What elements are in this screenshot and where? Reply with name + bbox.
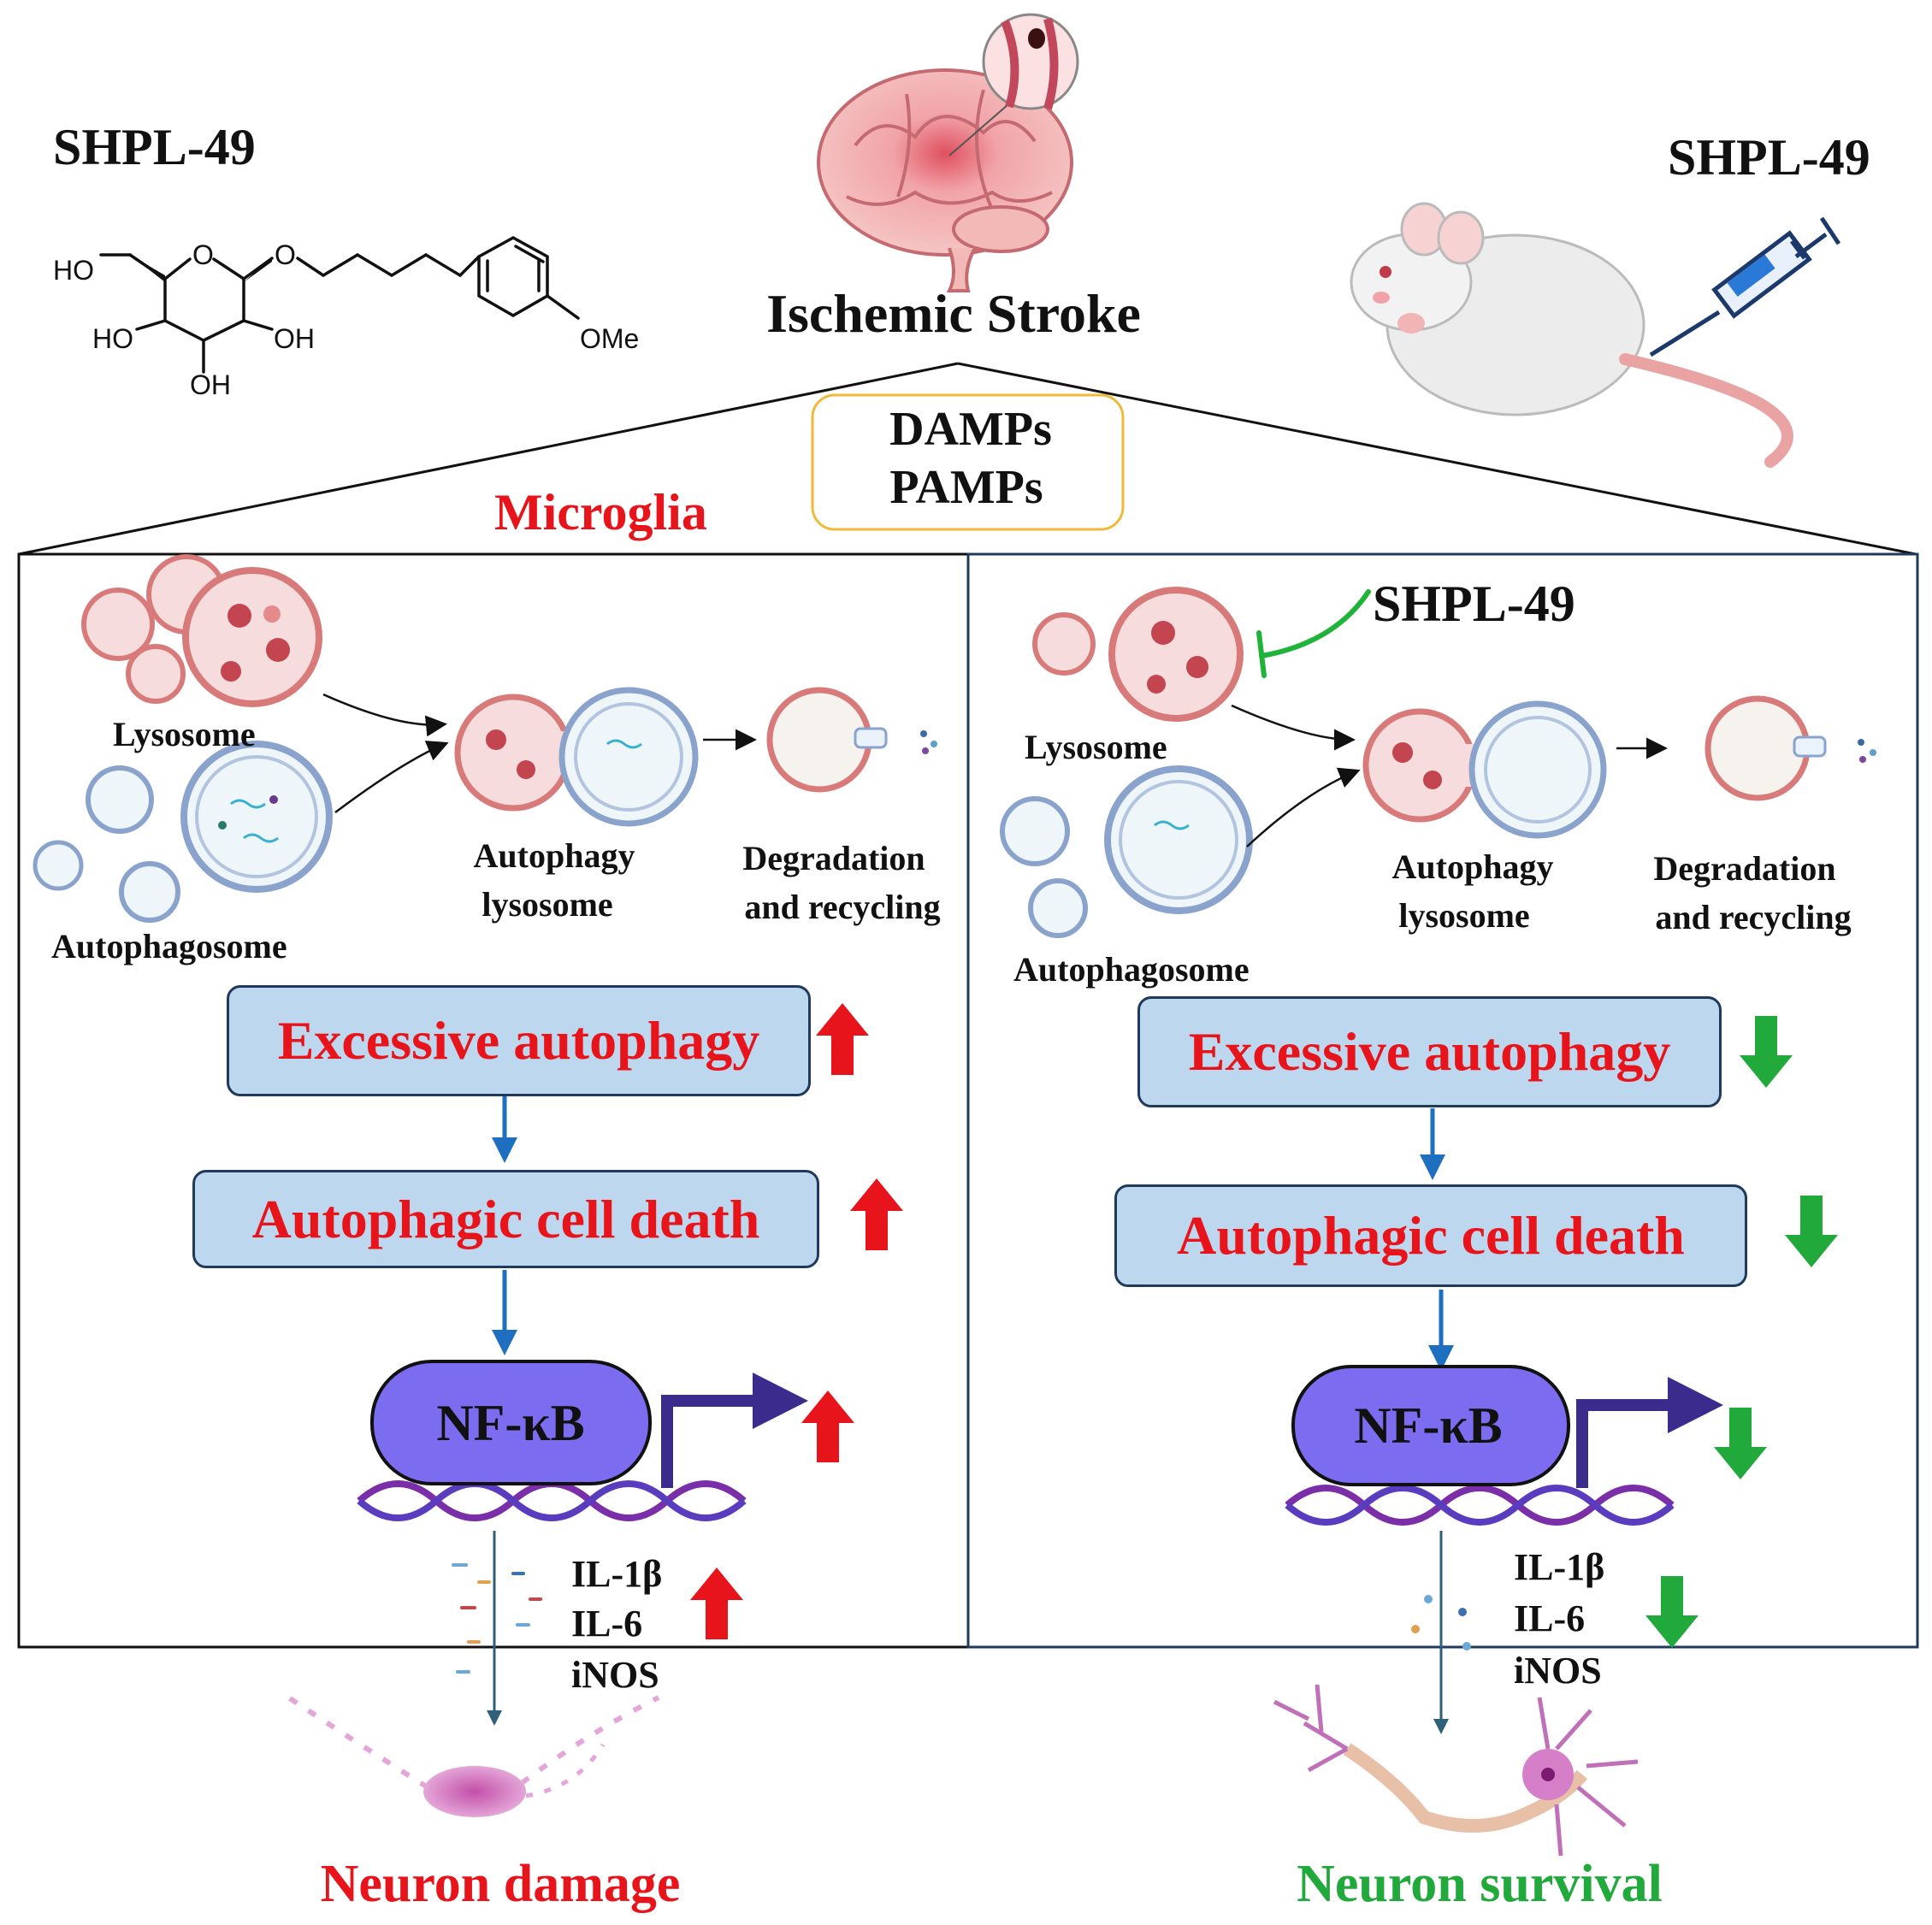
left-degradation-label-2: and recycling <box>744 888 941 926</box>
right-cytokine-il6: IL-6 <box>1514 1597 1586 1639</box>
right-cytokine-dots <box>1411 1595 1471 1650</box>
right-trend-down-autophagy <box>1740 1016 1793 1088</box>
chemical-structure <box>99 236 580 374</box>
syringe-illustration <box>1649 216 1841 357</box>
chem-ho-left: HO <box>92 323 133 354</box>
left-excessive-autophagy-box: Excessive autophagy <box>227 985 811 1096</box>
left-cell-death-text: Autophagic cell death <box>251 1188 760 1249</box>
damaged-neuron <box>281 1691 660 1817</box>
mouse-illustration <box>1350 202 1793 468</box>
signal-box <box>811 393 1125 531</box>
chem-ho-top: HO <box>53 255 94 286</box>
left-organelle-arrows <box>322 693 757 814</box>
right-promoter-arrow <box>1576 1377 1723 1488</box>
right-lysosome-label: Lysosome <box>1025 728 1167 766</box>
right-lysosome-group <box>1032 587 1244 722</box>
right-trend-down-celldeath <box>1785 1196 1838 1267</box>
right-degradation-label-2: and recycling <box>1655 898 1852 936</box>
left-autophagy-lysosome-label-2: lysosome <box>482 885 613 924</box>
right-autophagy-lysosome <box>1362 700 1607 839</box>
right-flow-arrows <box>1420 1108 1454 1371</box>
right-nfkb-shape <box>1291 1365 1570 1486</box>
right-cell-death-box: Autophagic cell death <box>1114 1184 1747 1287</box>
inhibition-arrow <box>1256 589 1371 678</box>
left-lysosome-label: Lysosome <box>113 715 256 753</box>
right-cell-death-text: Autophagic cell death <box>1177 1205 1685 1266</box>
right-outcome-label: Neuron survival <box>1297 1855 1663 1913</box>
chem-ome: OMe <box>580 323 640 354</box>
left-degradation-label-1: Degradation <box>742 839 925 877</box>
center-title: Ischemic Stroke <box>766 283 1141 344</box>
left-trend-up-celldeath <box>850 1178 903 1250</box>
microglia-label: Microglia <box>494 484 707 540</box>
right-autophagosome-group <box>1000 765 1253 938</box>
right-cytokine-il1b: IL-1β <box>1514 1546 1605 1588</box>
chem-o-link: O <box>275 239 296 270</box>
right-nfkb-label: NF-κB <box>1354 1397 1503 1454</box>
roof-lines <box>18 362 1917 556</box>
left-trend-up-nfkb <box>801 1391 854 1462</box>
left-autophagy-lysosome <box>454 687 699 827</box>
left-lysosome-group <box>81 554 322 707</box>
left-compound-title: SHPL-49 <box>53 119 256 175</box>
healthy-neuron <box>1273 1684 1639 1857</box>
left-autophagosome-group <box>32 741 333 923</box>
right-degradation-vesicle <box>1705 695 1876 801</box>
right-cytokine-inos: iNOS <box>1514 1650 1602 1692</box>
chemical-structure-stereo <box>130 255 272 282</box>
right-panel-frame <box>966 552 1919 1649</box>
signal-damps: DAMPs <box>889 403 1052 456</box>
left-autophagosome-label: Autophagosome <box>51 927 287 965</box>
left-nfkb-shape <box>370 1360 652 1485</box>
left-promoter-arrow <box>661 1373 808 1488</box>
left-trend-up-autophagy <box>816 1003 869 1075</box>
right-degradation-label-1: Degradation <box>1653 849 1836 888</box>
left-excessive-autophagy-text: Excessive autophagy <box>277 1010 760 1071</box>
left-cytokine-inos: iNOS <box>571 1654 659 1696</box>
left-degradation-vesicle <box>766 687 937 793</box>
left-trend-up-cytokines <box>690 1568 743 1639</box>
left-autophagy-lysosome-label-1: Autophagy <box>473 836 635 875</box>
left-cytokine-il6: IL-6 <box>571 1603 643 1645</box>
right-autophagy-lysosome-label-2: lysosome <box>1398 896 1530 935</box>
left-cytokine-il1b: IL-1β <box>571 1553 663 1595</box>
right-autophagosome-label: Autophagosome <box>1013 950 1250 989</box>
left-outcome-label: Neuron damage <box>320 1855 681 1913</box>
right-excessive-autophagy-box: Excessive autophagy <box>1137 996 1722 1107</box>
right-trend-down-nfkb <box>1714 1408 1767 1479</box>
right-compound-title: SHPL-49 <box>1668 129 1870 186</box>
inhibitor-label: SHPL-49 <box>1373 576 1575 632</box>
left-cell-death-box: Autophagic cell death <box>192 1170 819 1268</box>
left-dna-helix <box>357 1480 747 1521</box>
signal-pamps: PAMPs <box>889 461 1043 514</box>
right-organelle-arrows <box>1231 704 1668 847</box>
right-excessive-autophagy-text: Excessive autophagy <box>1188 1021 1671 1082</box>
chem-oh-right: OH <box>274 323 315 354</box>
left-nfkb-label: NF-κB <box>436 1395 585 1451</box>
brain-illustration <box>817 13 1079 292</box>
right-trend-down-cytokines <box>1645 1576 1699 1648</box>
right-dna-helix <box>1285 1485 1675 1526</box>
right-autophagy-lysosome-label-1: Autophagy <box>1391 847 1554 886</box>
chem-o-ring: O <box>192 239 214 270</box>
chem-oh-bottom: OH <box>190 369 231 400</box>
left-cytokine-dots <box>452 1563 542 1674</box>
